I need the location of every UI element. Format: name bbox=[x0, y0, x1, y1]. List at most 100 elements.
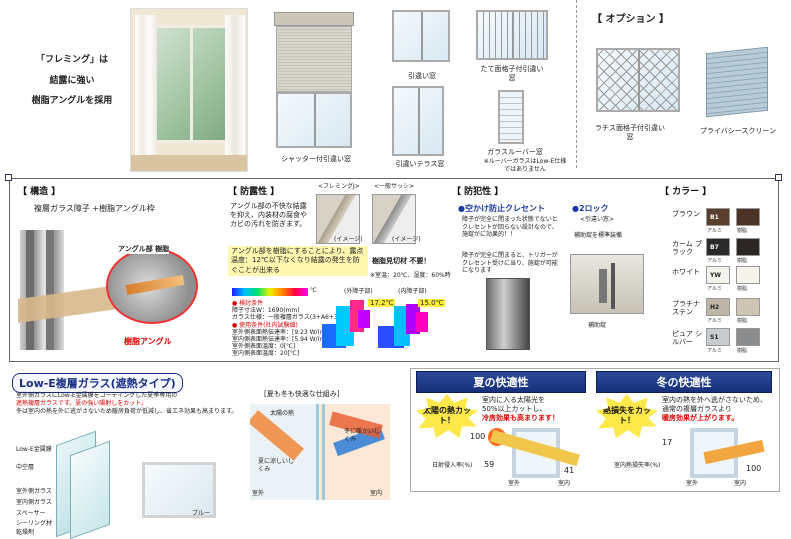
product-label-terrace: 引違いテラス窓 bbox=[395, 160, 445, 168]
color-swatch-resin bbox=[736, 208, 760, 226]
product-label-shutter: シャッター付引違い窓 bbox=[281, 155, 351, 163]
winter-desc1: 室内の熱を外へ逃がさないため、 bbox=[662, 396, 767, 404]
louver-note: ※ルーバーガラスはLow-E仕様ではありません bbox=[483, 158, 567, 173]
image-label-1: (イメージ) bbox=[334, 236, 363, 243]
summer-v41: 41 bbox=[564, 466, 575, 475]
temp1: 17.2℃ bbox=[368, 299, 396, 307]
condensation-highlight: アングル部を樹脂にすることにより、露点温度：12℃以下なくなり結露の発生を防ぐこ… bbox=[228, 246, 368, 277]
color-swatch-aluminum bbox=[706, 266, 730, 284]
winter-window bbox=[690, 428, 765, 478]
swatch-label-resin: 樹脂 bbox=[737, 348, 748, 354]
lowe-desc1: 室外側ガラスにLow-E金属膜をコーティングした夏季専用の bbox=[16, 392, 178, 399]
general-sash-photo bbox=[372, 194, 416, 244]
summer-banner: 夏の快適性 bbox=[416, 371, 586, 393]
color-swatch-aluminum bbox=[706, 298, 730, 316]
blue-glass-sample bbox=[142, 462, 216, 518]
swatch-label-resin: 樹脂 bbox=[737, 286, 748, 292]
glass-legend1: Low-E金属膜 bbox=[16, 446, 52, 453]
glass-legend5: スペーサー bbox=[16, 510, 46, 517]
winter-outside: 室外 bbox=[686, 480, 699, 487]
security-item1: ●空かけ防止クレセント bbox=[458, 204, 545, 213]
spec8: 室内側表面温度：20[℃] bbox=[232, 350, 300, 357]
fleming-sim-tag: (外障子部) bbox=[344, 288, 373, 295]
spec1: ● 検討条件 bbox=[232, 300, 264, 307]
hero-line1: 「フレミング」は bbox=[35, 55, 108, 65]
condensation-title: 【 防露性 】 bbox=[228, 187, 280, 197]
swatch-label-aluminum: アルミ bbox=[707, 286, 722, 292]
spec2: 障子寸法W：1690(mm) bbox=[232, 307, 300, 314]
crescent-photo bbox=[486, 278, 530, 350]
mechanism-inside: 室内 bbox=[370, 490, 383, 497]
aux-lock-photo bbox=[570, 254, 644, 314]
summer-outside: 室外 bbox=[508, 480, 521, 487]
color-name: ホワイト bbox=[672, 268, 700, 276]
color-swatch-aluminum bbox=[706, 238, 730, 256]
winter-inside: 室内 bbox=[734, 480, 747, 487]
product-label-sliding: 引違い窓 bbox=[408, 72, 436, 80]
thermal-sim-general bbox=[378, 298, 436, 354]
color-swatch-resin bbox=[736, 266, 760, 284]
security-desc2: 障子が完全に閉まると、トリガーがクレセント受けに当り、施錠が可能になります bbox=[462, 252, 558, 274]
summer-v100: 100 bbox=[470, 432, 486, 441]
color-swatch-resin bbox=[736, 328, 760, 346]
security-title: 【 防犯性 】 bbox=[452, 187, 504, 197]
image-label-2: (イメージ) bbox=[392, 236, 421, 243]
thermal-sim-fleming bbox=[322, 298, 378, 354]
swatch-label-aluminum: アルミ bbox=[707, 318, 722, 324]
hero-line3: 樹脂アングルを採用 bbox=[31, 96, 113, 107]
structure-title: 【 構造 】 bbox=[18, 187, 61, 197]
structure-subtitle: 複層ガラス障子 +樹脂アングル枠 bbox=[34, 204, 155, 213]
summer-inside: 室内 bbox=[558, 480, 571, 487]
product-label-grille: たて面格子付引違い窓 bbox=[480, 65, 544, 83]
features-frame bbox=[9, 178, 779, 362]
room-photo bbox=[130, 8, 248, 172]
option-label-screen: プライバシースクリーン bbox=[699, 127, 777, 135]
fleming-label: <フレミングJ> bbox=[318, 183, 360, 190]
structure-illustration bbox=[18, 222, 208, 356]
spec5: 室外側表面熱伝達率：[9.23 W/(m2・K)] bbox=[232, 329, 345, 336]
general-label: <一般サッシ> bbox=[374, 183, 415, 190]
sliding-window-image bbox=[392, 10, 450, 62]
product-label-louver: ガラスルーバー窓 bbox=[487, 148, 543, 156]
color-name: ブラウン bbox=[672, 210, 700, 218]
mechanism-diagram bbox=[250, 404, 390, 500]
swatch-label-resin: 樹脂 bbox=[737, 228, 748, 234]
terrace-window-image bbox=[392, 86, 444, 156]
color-code: S1 bbox=[710, 334, 719, 341]
glass-legend2: 中空層 bbox=[16, 464, 35, 471]
color-code: B7 bbox=[710, 244, 719, 251]
general-sim-tag: (内障子部) bbox=[398, 288, 427, 295]
summer-window bbox=[490, 428, 580, 478]
color-name: ピュア シルバー bbox=[672, 330, 703, 347]
glass-legend6: シーリング材 bbox=[16, 520, 53, 527]
grille-window-image bbox=[476, 10, 548, 60]
option-title: 【 オプション 】 bbox=[592, 14, 669, 25]
glass-legend4: 室内側ガラス bbox=[16, 499, 52, 506]
color-title: 【 カラー 】 bbox=[660, 187, 712, 197]
color-swatch-resin bbox=[736, 298, 760, 316]
color-code: B1 bbox=[710, 214, 719, 221]
shutter-window-image bbox=[274, 12, 354, 150]
resin-angle-label: 樹脂アングル bbox=[124, 337, 172, 346]
color-code: H2 bbox=[710, 304, 720, 311]
summer-desc2: 50%以上カットし、 bbox=[482, 405, 547, 413]
glass-section-illustration bbox=[42, 430, 126, 539]
winter-rate-label: 室内熱損失率(%) bbox=[614, 462, 661, 469]
color-name: プラチナ ステン bbox=[672, 300, 700, 317]
swatch-label-resin: 樹脂 bbox=[737, 258, 748, 264]
comfort-frame bbox=[410, 368, 780, 492]
swatch-label-aluminum: アルミ bbox=[707, 258, 722, 264]
condensation-desc: アングル部の不快な結露を抑え、内装材の腐食やカビの汚れを防ぎます。 bbox=[230, 202, 307, 229]
temp2: 15.0℃ bbox=[418, 299, 446, 307]
condition-note: ※室温：20℃、湿度：60%時 bbox=[370, 272, 451, 279]
resin-note: 樹脂見切材 不要！ bbox=[372, 257, 431, 265]
blue-glass-label: ブルー bbox=[192, 510, 211, 517]
swatch-label-aluminum: アルミ bbox=[707, 348, 722, 354]
structure-tag: アングル部 樹脂 bbox=[118, 244, 170, 254]
color-name: カーム ブラック bbox=[672, 240, 703, 257]
color-swatch-resin bbox=[736, 238, 760, 256]
spec4: ● 使用条件(社内試験値) bbox=[232, 322, 298, 329]
spec3: ガラス仕様：一般複層ガラス(3+A6+3) bbox=[232, 314, 341, 321]
aux-lock-label: 補助錠 bbox=[588, 322, 607, 329]
swatch-label-resin: 樹脂 bbox=[737, 318, 748, 324]
